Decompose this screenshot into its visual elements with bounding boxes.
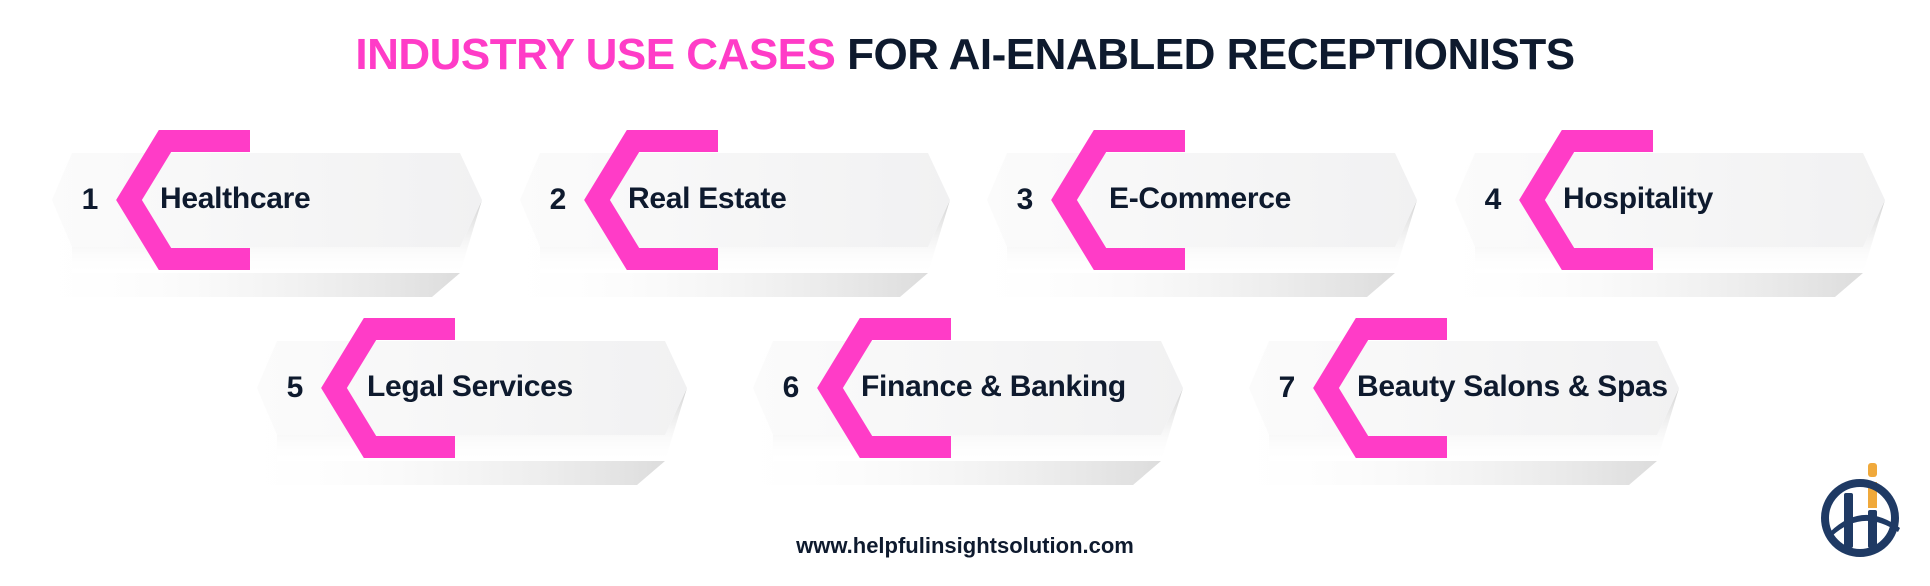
title-highlight: INDUSTRY USE CASES [355,30,836,79]
card-shape [957,130,1417,297]
card-label: Beauty Salons & Spas [1357,370,1668,403]
card-label: Healthcare [160,182,311,215]
card-number: 6 [782,371,800,404]
title-rest: FOR AI-ENABLED RECEPTIONISTS [847,30,1575,79]
card-number: 5 [286,371,304,404]
card-shape [1425,130,1885,297]
card-label: Hospitality [1563,182,1714,215]
use-case-card-3: 3 E-Commerce [957,115,1457,297]
card-shape [22,130,482,297]
card-label: Real Estate [628,182,787,215]
page-title: INDUSTRY USE CASES FOR AI-ENABLED RECEPT… [0,30,1930,80]
card-number: 2 [549,183,567,216]
use-case-card-7: 7 Beauty Salons & Spas [1219,303,1719,485]
card-shape [227,318,687,485]
card-shape [723,318,1183,485]
card-label: E-Commerce [1109,182,1292,215]
card-number: 4 [1484,183,1502,216]
card-shape [1219,318,1679,485]
card-number: 3 [1016,183,1034,216]
card-number: 1 [81,183,99,216]
use-case-card-6: 6 Finance & Banking [723,303,1223,485]
use-case-card-1: 1 Healthcare [22,115,522,297]
use-case-card-4: 4 Hospitality [1425,115,1925,297]
card-number: 7 [1278,371,1296,404]
website-url[interactable]: www.helpfulinsightsolution.com [796,533,1134,558]
hi-logo-icon [1818,460,1908,560]
card-label: Finance & Banking [861,370,1126,403]
use-case-card-5: 5 Legal Services [227,303,727,485]
use-case-card-2: 2 Real Estate [490,115,990,297]
card-label: Legal Services [367,370,573,403]
card-shape [490,130,950,297]
